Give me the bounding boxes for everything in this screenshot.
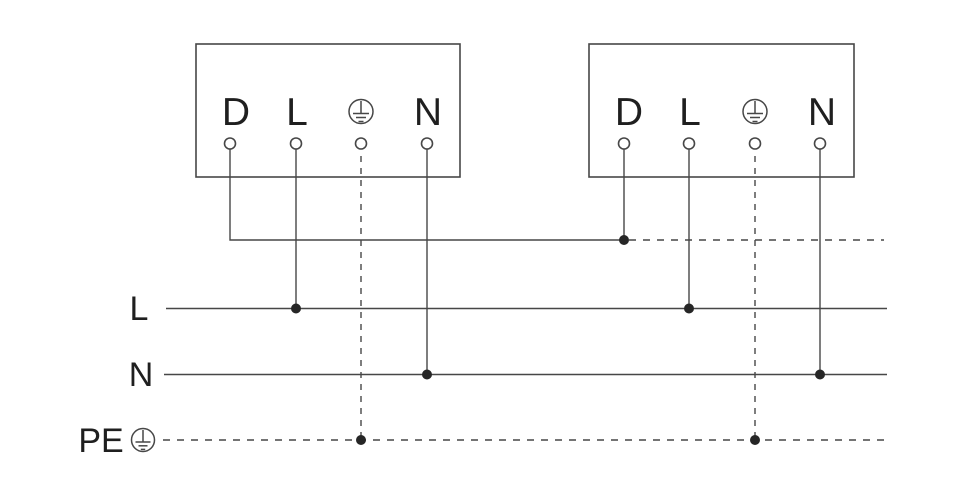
device-1-box: [195, 43, 461, 178]
device-1-terminal-d-label: D: [222, 91, 250, 134]
device-2-box: [588, 43, 855, 178]
device-2-terminal-n-label: N: [808, 91, 836, 134]
buses: L N PE: [78, 290, 887, 460]
junction-device-2-neutral: [815, 369, 825, 380]
device-1-terminal-l-label: L: [286, 91, 308, 134]
device-1-terminal-earth: [354, 137, 368, 150]
device-2-terminal-d: [617, 137, 631, 150]
device-2-terminal-l: [682, 137, 696, 150]
junction-device-1-earth: [356, 435, 366, 445]
bus-neutral-label: N: [129, 356, 154, 394]
junction-device-1-live: [291, 303, 301, 314]
protective-earth-icon: [348, 98, 374, 125]
device-1: D L N: [195, 43, 461, 178]
wire-d-link: [229, 149, 624, 241]
bus-live-label: L: [130, 290, 149, 328]
device-2-terminal-earth: [748, 137, 762, 150]
bus-earth-label: PE: [78, 422, 123, 460]
junction-device-2-earth: [750, 435, 760, 445]
junction-device-2-live: [684, 303, 694, 314]
device-1-terminal-n-label: N: [414, 91, 442, 134]
device-1-terminal-d: [223, 137, 237, 150]
device-1-terminal-l: [289, 137, 303, 150]
device-2-terminal-n: [813, 137, 827, 150]
junction-device-1-neutral: [422, 369, 432, 380]
junction-d-link: [619, 235, 629, 245]
device-2: D L N: [588, 43, 855, 178]
protective-earth-icon: [130, 427, 156, 453]
device-1-terminal-n: [420, 137, 434, 150]
device-2-terminal-l-label: L: [679, 91, 701, 134]
protective-earth-icon: [742, 98, 768, 125]
junctions: [291, 235, 825, 445]
device-2-terminal-d-label: D: [615, 91, 643, 134]
wires: [229, 149, 884, 440]
